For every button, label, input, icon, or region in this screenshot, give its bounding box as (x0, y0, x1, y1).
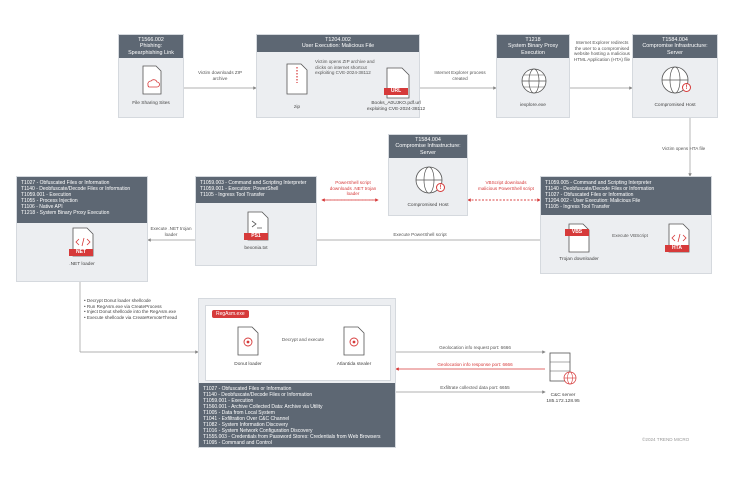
box-t1218: T1218 System Binary Proxy Execution iexp… (496, 34, 570, 118)
gear-file-icon (237, 326, 259, 356)
box-vbs-hta: T1059.005 - Command and Scripting Interp… (540, 176, 712, 274)
gear-file-icon (343, 326, 365, 356)
technique-line: T1140 - Deobfuscate/Decode Files or Info… (203, 392, 313, 398)
technique-id: T1218 (525, 37, 541, 43)
server-icon (549, 352, 577, 385)
caption: Compromised Host (407, 203, 449, 208)
technique-line: T1027 - Obfuscated Files or Information (545, 192, 634, 198)
technique-id: T1204.002 (325, 37, 351, 43)
caption: Compromised Host (654, 103, 696, 108)
technique-id: T1584.004 (662, 37, 688, 43)
technique-line: T1095 - Command and Control (203, 440, 272, 446)
technique-name: Compromise Infrastructure: Server (395, 143, 461, 156)
alert-icon: ! (682, 83, 691, 92)
box-t1566: T1566.002 Phishing: Spearphishing Link F… (118, 34, 184, 118)
technique-line: T1059.001 - Execution (203, 398, 254, 404)
technique-id: T1566.002 (138, 37, 164, 43)
label-geo-req: Geolocation info request port: 6666 (439, 345, 511, 350)
step: Decrypt Donut loader shellcode (84, 298, 194, 304)
file-cloud-icon (142, 65, 162, 95)
technique-line: T1218 - System Binary Proxy Execution (21, 210, 110, 216)
technique-line: T1105 - Ingress Tool Transfer (545, 204, 610, 210)
globe-icon (661, 66, 689, 94)
technique-name: Phishing: Spearphishing Link (128, 43, 174, 56)
technique-line: T1059.001 - Execution: PowerShell (200, 186, 279, 192)
globe-icon (521, 68, 547, 94)
label-geo-resp: Geolocation info response port: 6666 (437, 362, 513, 367)
cc-ip: 185.172.128.95 (546, 399, 580, 404)
caption-url2: exploiting CVE-2024-38112 (366, 107, 426, 112)
technique-line: T1105 - Ingress Tool Transfer (200, 192, 265, 198)
vbs-tag: VBS (565, 229, 589, 236)
footer-copyright: ©2024 TREND MICRO (642, 437, 690, 442)
label-exec-ps: Execute PowerShell script (393, 232, 447, 237)
code-file-icon (568, 223, 590, 253)
box-t1584-top: T1584.004 Compromise Infrastructure: Ser… (632, 34, 718, 118)
hta-tag: HTA (665, 245, 689, 252)
technique-name: Compromise Infrastructure: Server (642, 43, 708, 56)
zip-file-icon (286, 63, 308, 95)
technique-id: T1584.004 (415, 137, 441, 143)
technique-line: T1082 - System Information Discovery (203, 422, 289, 428)
label-exec-vbs: Execute VBScript (612, 233, 648, 238)
technique-line: T1059.001 - Execution (21, 192, 72, 198)
label-vbs-downloads: VBScript downloads malicious PowerShell … (478, 180, 534, 191)
label-decrypt: Decrypt and execute (281, 337, 325, 342)
caption-url: Books_A0UJKO.pdf.url (371, 101, 421, 106)
loader-steps: Decrypt Donut loader shellcode Run RegAs… (84, 298, 194, 320)
alert-icon: ! (436, 183, 445, 192)
technique-line: T1560.001 - Archive Collected Data: Arch… (203, 404, 323, 410)
box-ps1: T1059.003 - Command and Scripting Interp… (195, 176, 317, 266)
technique-line: T1027 - Obfuscated Files or Information (203, 386, 292, 392)
technique-name: System Binary Proxy Execution (507, 43, 559, 56)
url-tag: URL (384, 88, 408, 95)
regasm-badge: RegAsm.exe (212, 310, 249, 318)
technique-line: T1106 - Native API (21, 204, 63, 210)
caption: .NET loader (69, 262, 95, 267)
box-net-loader: T1027 - Obfuscated Files or Information … (16, 176, 148, 282)
label-exfil: Exfiltrate collected data port: 6655 (440, 385, 510, 390)
atlantida-caption: Atlantida stealer (336, 362, 372, 367)
technique-line: T1005 - Data from Local System (203, 410, 275, 416)
caption: Trojan downloader (559, 257, 599, 262)
cc-caption: C&C server (550, 393, 576, 398)
technique-line: T1140 - Deobfuscate/Decode Files or Info… (21, 186, 131, 192)
net-tag: NET (69, 249, 93, 256)
technique-line: T1140 - Deobfuscate/Decode Files or Info… (545, 186, 655, 192)
label-opens-zip: Victim opens ZIP archive and clicks on i… (315, 59, 375, 76)
technique-line: T1027 - Obfuscated Files or Information (21, 180, 110, 186)
globe-icon (415, 166, 443, 194)
caption: File Sharing Sites (132, 101, 170, 106)
label-opens-hta: Victim opens HTA file (662, 146, 706, 151)
technique-line: T1059.005 - Command and Scripting Interp… (545, 180, 652, 186)
ps1-tag: PS1 (244, 233, 268, 240)
donut-caption: Donut loader (234, 362, 262, 367)
caption: bexonia.txt (244, 246, 268, 251)
technique-line: T1016 - System Network Configuration Dis… (203, 428, 313, 434)
technique-line: T1041 - Exfiltration Over C&C Channel (203, 416, 290, 422)
step: Inject Donut shellcode into the RegAsm.e… (84, 309, 194, 315)
technique-name: User Execution: Malicious File (301, 43, 375, 50)
label-ie-redirect: Internet Explorer redirects the user to … (573, 40, 631, 62)
label-exec-net: Execute .NET trojan loader (150, 226, 192, 237)
technique-line: T1555.003 - Credentials from Password St… (203, 434, 381, 440)
box-t1204: T1204.002 User Execution: Malicious File… (256, 34, 425, 118)
technique-line: T1204.002 - User Execution: Malicious Fi… (545, 198, 641, 204)
label-ie-created: Internet Explorer process created (434, 70, 486, 81)
step: Execute shellcode via CreateRemoteThread (84, 315, 194, 321)
caption: iexplore.exe (520, 103, 546, 108)
label-ps-downloads: PowerShell script downloads .NET trojan … (329, 180, 377, 197)
step: Run RegAsm.exe via CreateProcess (84, 304, 194, 310)
technique-line: T1059.003 - Command and Scripting Interp… (200, 180, 307, 186)
box-regasm: RegAsm.exe Donut loader Decrypt and exec… (198, 298, 396, 448)
caption-zip: zip (293, 105, 301, 110)
box-t1584-mid: T1584.004 Compromise Infrastructure: Ser… (388, 134, 468, 216)
technique-line: T1055 - Process Injection (21, 198, 78, 204)
label-victim-downloads: Victim downloads ZIP archive (197, 70, 243, 81)
regasm-process: RegAsm.exe Donut loader Decrypt and exec… (205, 305, 391, 381)
